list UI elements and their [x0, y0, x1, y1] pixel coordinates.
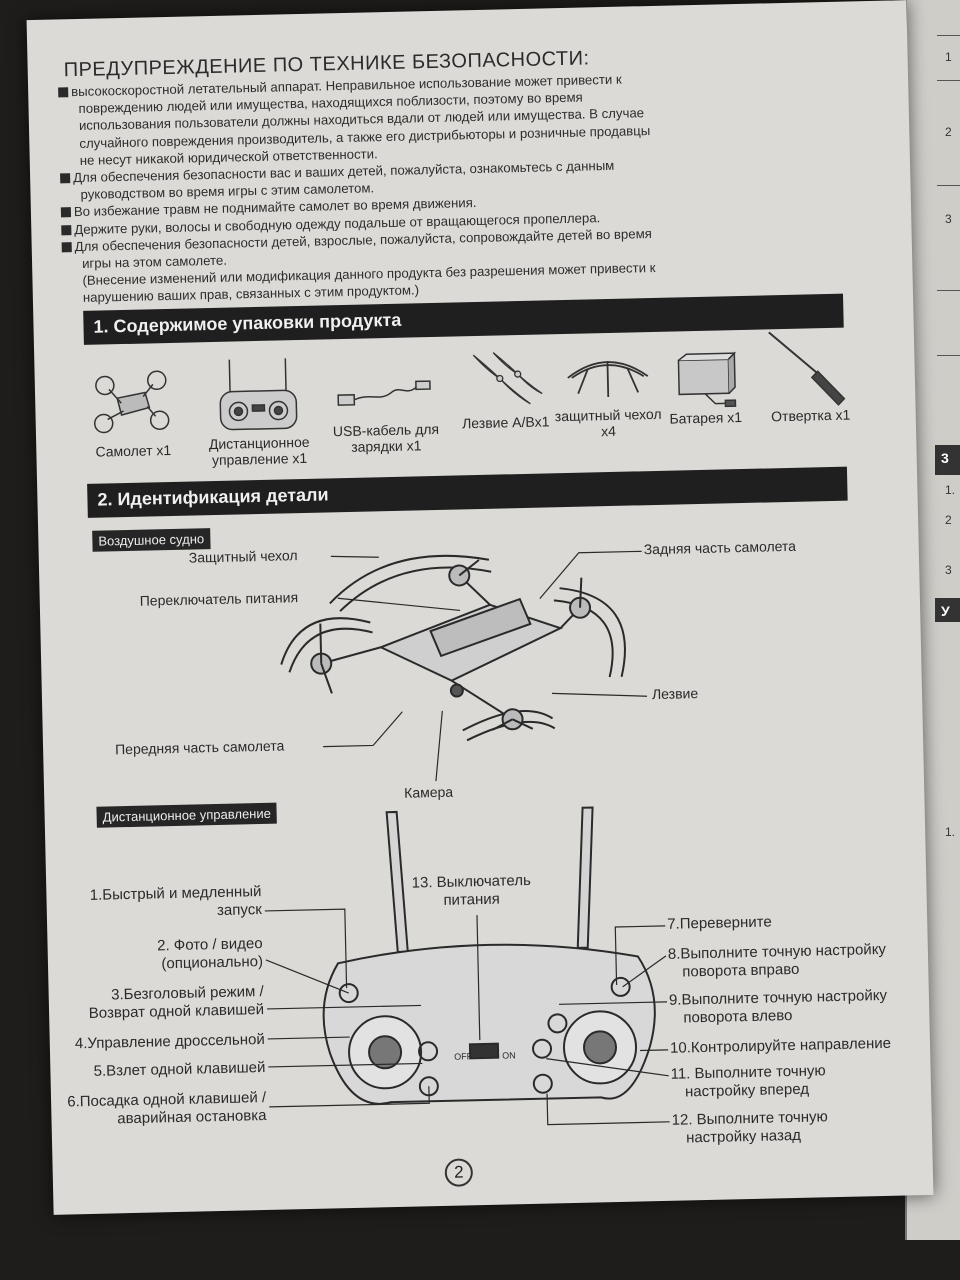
section-2-title: 2. Идентификация детали	[87, 466, 848, 518]
package-item: защитный чехол x4	[549, 346, 666, 441]
remote-callout-1b: запуск	[216, 901, 262, 920]
aircraft-label: Воздушное судно	[92, 528, 211, 552]
page-number: 2	[444, 1158, 474, 1187]
package-item: Лезвие A/Bx1	[444, 343, 566, 432]
remote-label: Дистанционное управление	[96, 802, 278, 828]
switch-off-label: OFF	[454, 1051, 473, 1062]
remote-callout-5: 5.Взлет одной клавишей	[93, 1058, 266, 1080]
remote-callout-12b: настройку назад	[685, 1126, 802, 1147]
drone-diagram	[280, 554, 626, 742]
package-item: Дистанционное управление x1	[192, 354, 325, 469]
safety-text: высокоскоростной летательный аппарат. Не…	[58, 66, 833, 307]
part-camera: Камера	[404, 783, 454, 801]
part-front: Передняя часть самолета	[114, 737, 285, 758]
package-item: Батарея x1	[654, 349, 756, 427]
remote-callout-8b: поворота вправо	[682, 960, 800, 981]
manual-page: ПРЕДУПРЕЖДЕНИЕ ПО ТЕХНИКЕ БЕЗОПАСНОСТИ: …	[26, 0, 934, 1215]
remote-callout-2b: (опционально)	[161, 953, 264, 973]
part-rear: Задняя часть самолета	[643, 537, 797, 558]
remote-diagram	[322, 806, 656, 1105]
remote-callout-11b: настройку вперед	[684, 1080, 810, 1101]
remote-callout-9b: поворота влево	[683, 1007, 793, 1027]
remote-callout-7: 7.Переверните	[667, 913, 772, 933]
remote-callout-12: 12. Выполните точную	[671, 1108, 828, 1129]
package-item: Отвертка x1	[749, 326, 871, 425]
blade-icon	[472, 352, 543, 405]
remote-callout-6b: аварийная остановка	[117, 1106, 267, 1128]
package-item: USB-кабель для зарядки x1	[319, 361, 451, 456]
package-item: Самолет x1	[76, 362, 188, 460]
remote-icon	[219, 358, 298, 431]
drone-icon	[93, 370, 170, 434]
usb-cable-icon	[337, 380, 431, 406]
part-guard: Защитный чехол	[188, 547, 298, 566]
guard-icon	[566, 361, 648, 398]
switch-on-label: ON	[502, 1050, 516, 1061]
part-power-switch: Переключатель питания	[139, 589, 299, 609]
remote-callout-3b: Возврат одной клавишей	[88, 1001, 265, 1022]
battery-icon	[677, 351, 737, 408]
remote-callout-4: 4.Управление дроссельной	[74, 1030, 265, 1053]
remote-callout-10: 10.Контролируйте направление	[669, 1034, 892, 1057]
remote-callout-13b: питания	[443, 890, 500, 909]
part-blade: Лезвие	[651, 685, 699, 703]
screwdriver-icon	[768, 331, 846, 406]
